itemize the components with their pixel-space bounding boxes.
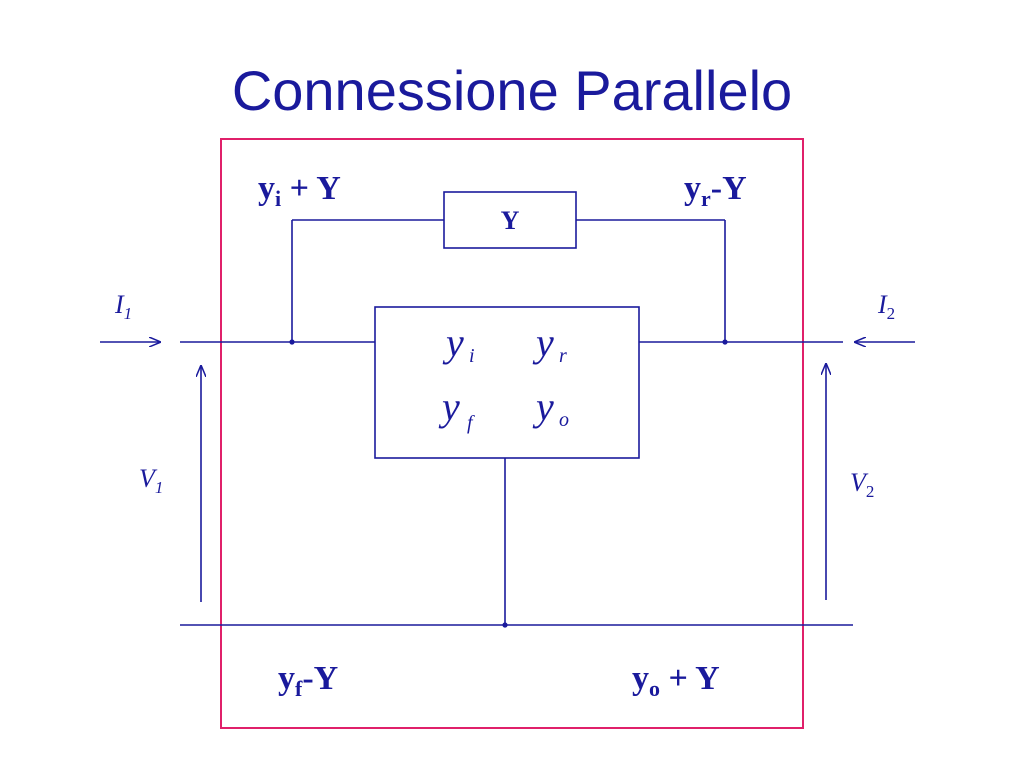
matrix-entry-yi: y i	[442, 320, 475, 367]
matrix-entry-base: y	[532, 320, 554, 365]
label-top-left: yi + Y	[258, 170, 341, 211]
matrix-block	[374, 306, 640, 459]
feedback-block	[443, 191, 577, 249]
label-current-in: I1	[114, 290, 132, 323]
feedback-block-label: Y	[501, 206, 520, 235]
label-voltage-in: V1	[139, 464, 163, 497]
outer-frame	[220, 138, 804, 729]
matrix-entry-sub: i	[469, 345, 475, 367]
label-current-out: I2	[877, 290, 895, 323]
label-bottom-right: yo + Y	[632, 660, 720, 701]
matrix-entry-base: y	[442, 320, 464, 365]
label-top-right: yr-Y	[684, 170, 747, 211]
matrix-entry-sub: o	[559, 409, 569, 431]
junction-dot-ground	[502, 622, 508, 628]
matrix-entry-yf: y f	[438, 384, 475, 434]
label-voltage-out: V2	[850, 468, 874, 501]
matrix-entry-base: y	[438, 384, 460, 429]
slide-title: Connessione Parallelo	[231, 59, 793, 122]
matrix-entry-sub: f	[467, 412, 475, 434]
matrix-entry-base: y	[532, 384, 554, 429]
junction-dot-left	[289, 339, 295, 345]
label-bottom-left: yf-Y	[278, 660, 338, 701]
matrix-entry-sub: r	[559, 345, 567, 367]
junction-dot-right	[722, 339, 728, 345]
matrix-entry-yr: y r	[532, 320, 567, 367]
matrix-entry-yo: y o	[532, 384, 569, 431]
